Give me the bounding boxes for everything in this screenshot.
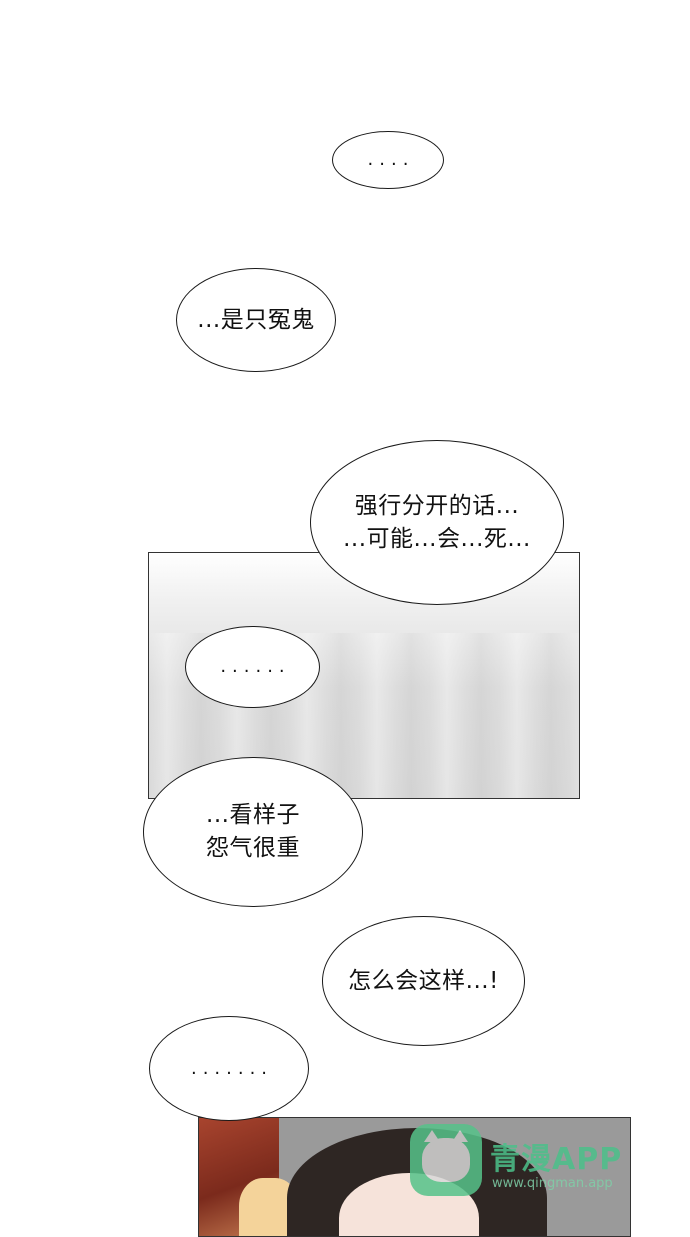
speech-bubble-4: ......: [185, 626, 320, 708]
speech-bubble-5: ...看样子 怨气很重: [143, 757, 363, 907]
speech-bubble-6-text: 怎么会这样...!: [348, 967, 499, 994]
speech-bubble-5-text: ...看样子 怨气很重: [206, 802, 300, 861]
speech-bubble-7: .......: [149, 1016, 309, 1121]
speech-bubble-3-text: 强行分开的话... ...可能...会...死...: [343, 492, 531, 552]
speech-bubble-1-text: ....: [367, 149, 415, 170]
speech-bubble-7-text: .......: [190, 1057, 274, 1079]
watermark-url: www.qingman.app: [492, 1176, 613, 1191]
speech-bubble-2-text: ...是只冤鬼: [197, 306, 315, 333]
speech-bubble-2: ...是只冤鬼: [176, 268, 336, 372]
speech-bubble-3: 强行分开的话... ...可能...会...死...: [310, 440, 564, 605]
watermark-title: 青漫APP: [490, 1142, 623, 1177]
speech-bubble-1: ....: [332, 131, 444, 189]
speech-bubble-4-text: ......: [220, 656, 291, 677]
cat-icon: [422, 1130, 470, 1182]
watermark-badge: [410, 1124, 482, 1196]
speech-bubble-6: 怎么会这样...!: [322, 916, 525, 1046]
watermark: 青漫APP www.qingman.app: [410, 1124, 650, 1204]
